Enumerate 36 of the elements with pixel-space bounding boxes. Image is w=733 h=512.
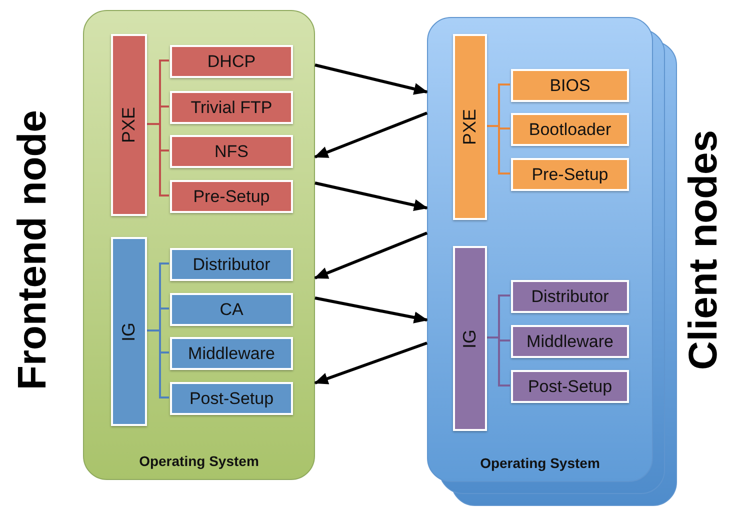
node-caption: Frontend node (10, 110, 56, 390)
arrow (314, 342, 428, 384)
group-label: IG (118, 322, 140, 341)
arrow (314, 182, 428, 212)
group-label: IG (460, 329, 480, 348)
component-box: Pre-Setup (170, 180, 293, 213)
arrow (314, 296, 428, 324)
component-box: Bootloader (511, 113, 629, 146)
tree-connector (146, 123, 169, 196)
component-box: Post-Setup (170, 382, 293, 415)
node-panel (427, 17, 653, 482)
group-bar (111, 34, 147, 216)
component-box: Distributor (511, 280, 629, 313)
group-bar (111, 237, 147, 426)
group-label: PXE (118, 106, 140, 144)
group-label: PXE (460, 108, 480, 146)
group-bar (453, 34, 487, 220)
panel-title: Operating System (479, 455, 601, 471)
component-box: NFS (170, 135, 293, 168)
arrow (314, 112, 428, 158)
component-box: Middleware (170, 337, 293, 370)
component-box: Post-Setup (511, 370, 629, 403)
component-box: Distributor (170, 248, 293, 281)
node-caption: Client nodes (682, 130, 726, 370)
component-box: Pre-Setup (511, 158, 629, 191)
component-box: BIOS (511, 69, 629, 102)
group-bar (453, 246, 487, 431)
component-box: DHCP (170, 45, 293, 78)
component-box: CA (170, 293, 293, 326)
panel-title: Operating System (138, 453, 260, 469)
tree-connector (146, 330, 169, 398)
component-box: Trivial FTP (170, 91, 293, 124)
component-box: Middleware (511, 325, 629, 358)
arrow (314, 232, 428, 280)
node-panel (83, 10, 315, 480)
arrow (314, 64, 428, 95)
